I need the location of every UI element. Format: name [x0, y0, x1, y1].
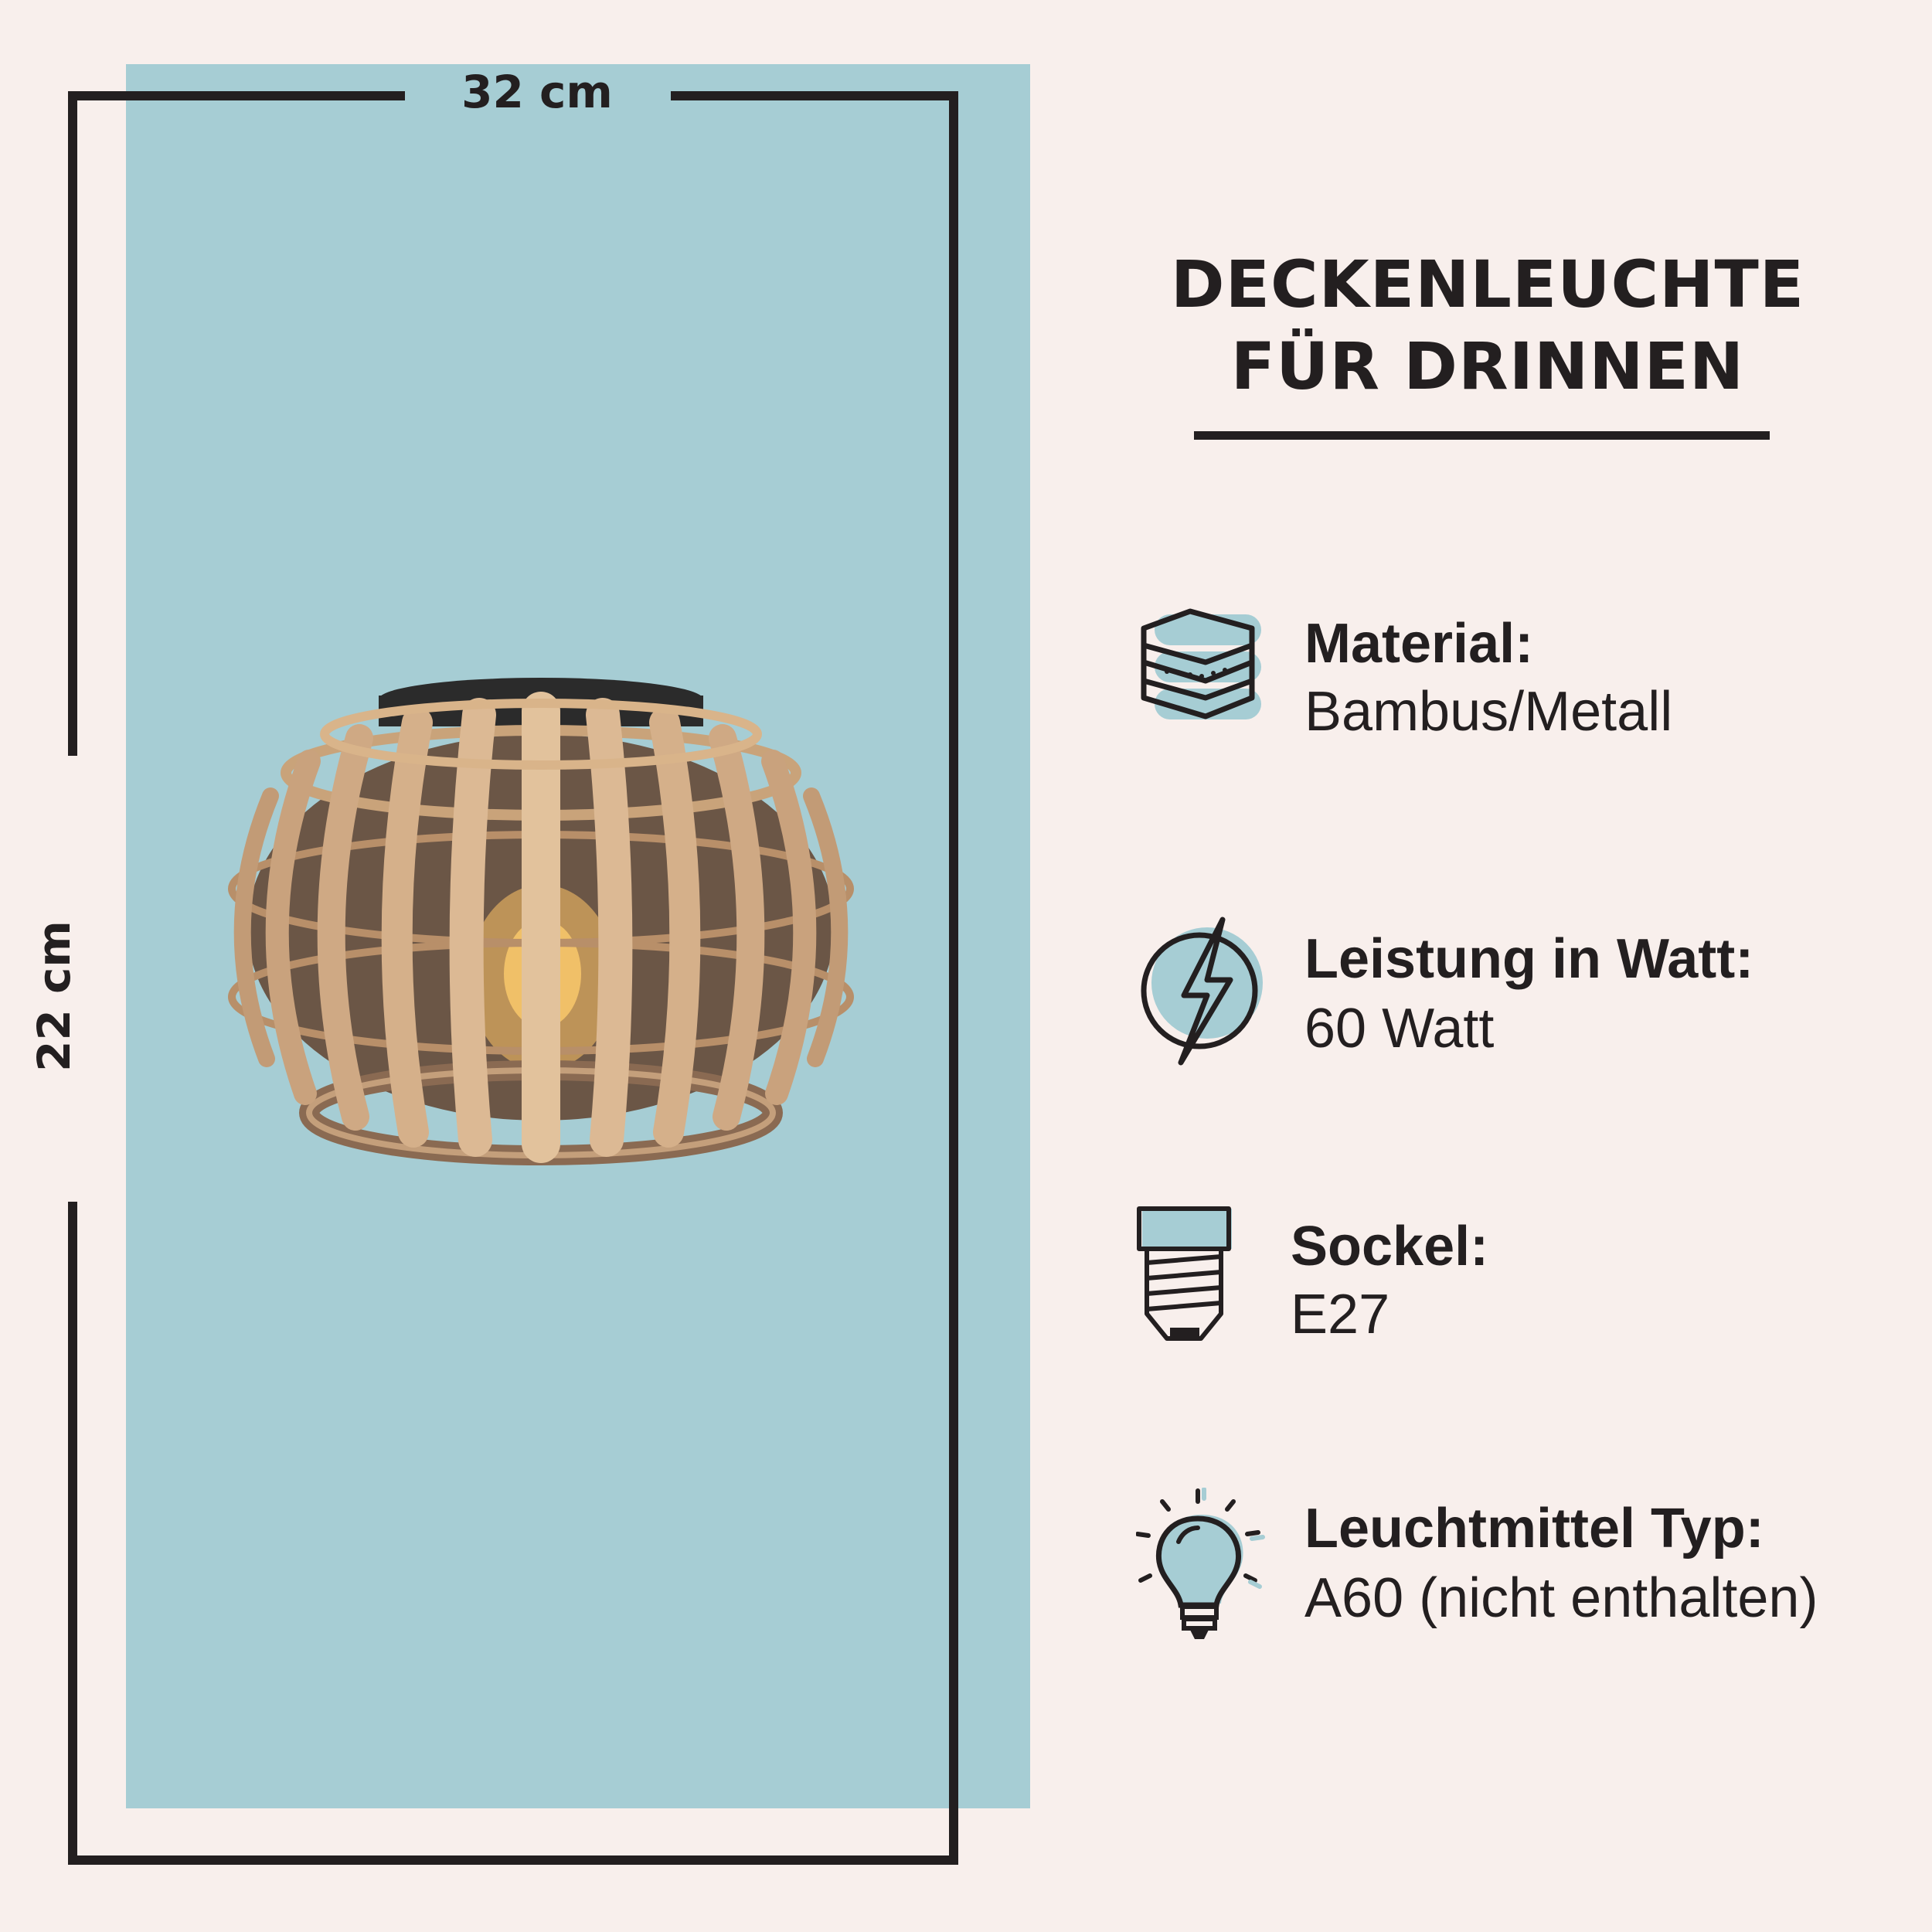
spec-bulb-type-value: A60 (nicht enthalten)	[1304, 1567, 1818, 1629]
width-dimension-label: 32 cm	[461, 66, 613, 118]
dimension-frame-top-right	[671, 91, 958, 100]
light-bulb-icon	[1136, 1488, 1265, 1639]
product-title: DECKENLEUCHTE FÜR DRINNEN	[1159, 243, 1816, 407]
layers-material-icon	[1141, 608, 1261, 719]
spec-power-label: Leistung in Watt:	[1304, 928, 1754, 990]
spec-material-value: Bambus/Metall	[1304, 681, 1673, 743]
height-dimension-label: 22 cm	[28, 920, 80, 1072]
spec-power-value: 60 Watt	[1304, 998, 1495, 1060]
dimension-frame-left-bottom	[68, 1202, 77, 1865]
spec-socket-value: E27	[1291, 1284, 1390, 1345]
bulb-socket-icon	[1137, 1206, 1232, 1341]
spec-bulb-type-label: Leuchtmittel Typ:	[1304, 1498, 1764, 1560]
lightning-power-icon	[1141, 917, 1263, 1066]
dimension-frame-left-top	[68, 91, 77, 756]
product-title-line1: DECKENLEUCHTE	[1170, 247, 1805, 322]
product-title-line2: FÜR DRINNEN	[1230, 328, 1745, 404]
bamboo-ceiling-lamp-image	[228, 678, 854, 1165]
dimension-frame-top-left	[68, 91, 405, 100]
spec-socket-label: Sockel:	[1291, 1216, 1489, 1277]
title-underline	[1194, 431, 1770, 440]
dimension-frame-right	[949, 91, 958, 1865]
spec-material-label: Material:	[1304, 613, 1534, 675]
dimension-frame-bottom	[68, 1855, 958, 1865]
